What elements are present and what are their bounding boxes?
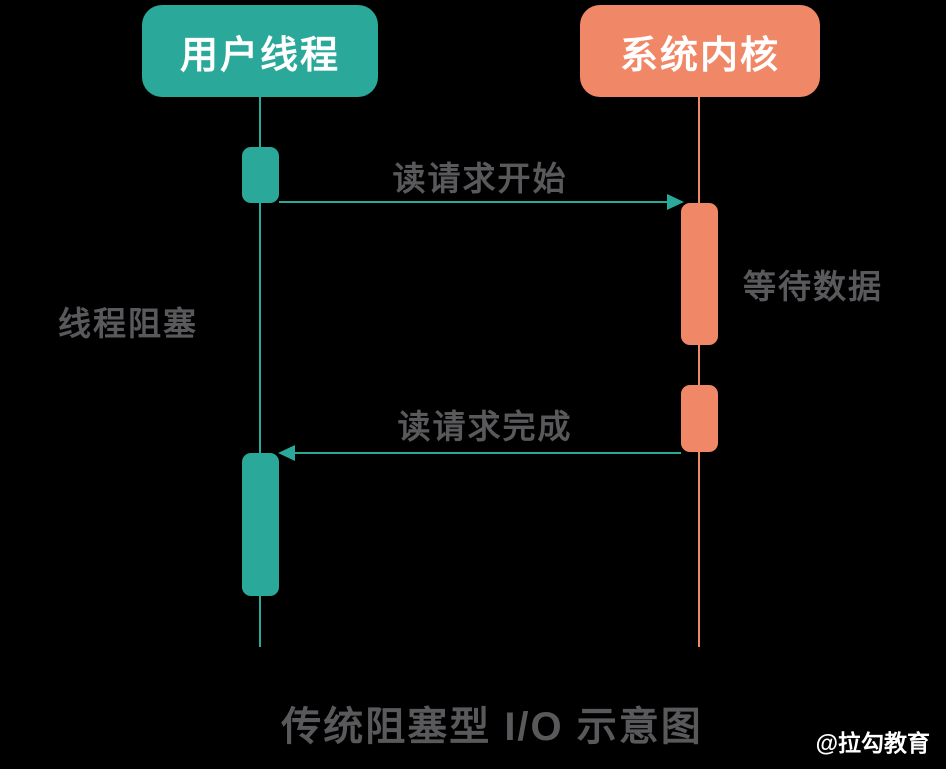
user-thread-activation-request xyxy=(242,147,279,203)
message-read-start-line xyxy=(279,201,669,203)
arrowhead-left-icon xyxy=(278,445,295,461)
annotation-thread-blocked: 线程阻塞 xyxy=(58,305,198,342)
annotation-waiting-data: 等待数据 xyxy=(743,268,883,305)
kernel-activation-waiting-data xyxy=(681,203,718,345)
actor-user-thread-label: 用户线程 xyxy=(179,34,340,77)
watermark-text: @拉勾教育 xyxy=(815,730,930,756)
actor-system-kernel-label: 系统内核 xyxy=(619,34,780,77)
diagram-title: 传统阻塞型 I/O 示意图 xyxy=(281,705,703,749)
actor-user-thread-box: 用户线程 xyxy=(142,5,378,97)
system-kernel-lifeline xyxy=(698,97,700,647)
user-thread-activation-resume xyxy=(242,453,279,596)
arrowhead-right-icon xyxy=(667,194,684,210)
message-read-complete-line xyxy=(295,452,681,454)
kernel-activation-complete xyxy=(681,385,718,452)
actor-system-kernel-box: 系统内核 xyxy=(580,5,820,97)
message-read-complete-label: 读请求完成 xyxy=(397,408,573,445)
message-read-start-label: 读请求开始 xyxy=(392,160,568,197)
user-thread-lifeline xyxy=(259,97,261,647)
